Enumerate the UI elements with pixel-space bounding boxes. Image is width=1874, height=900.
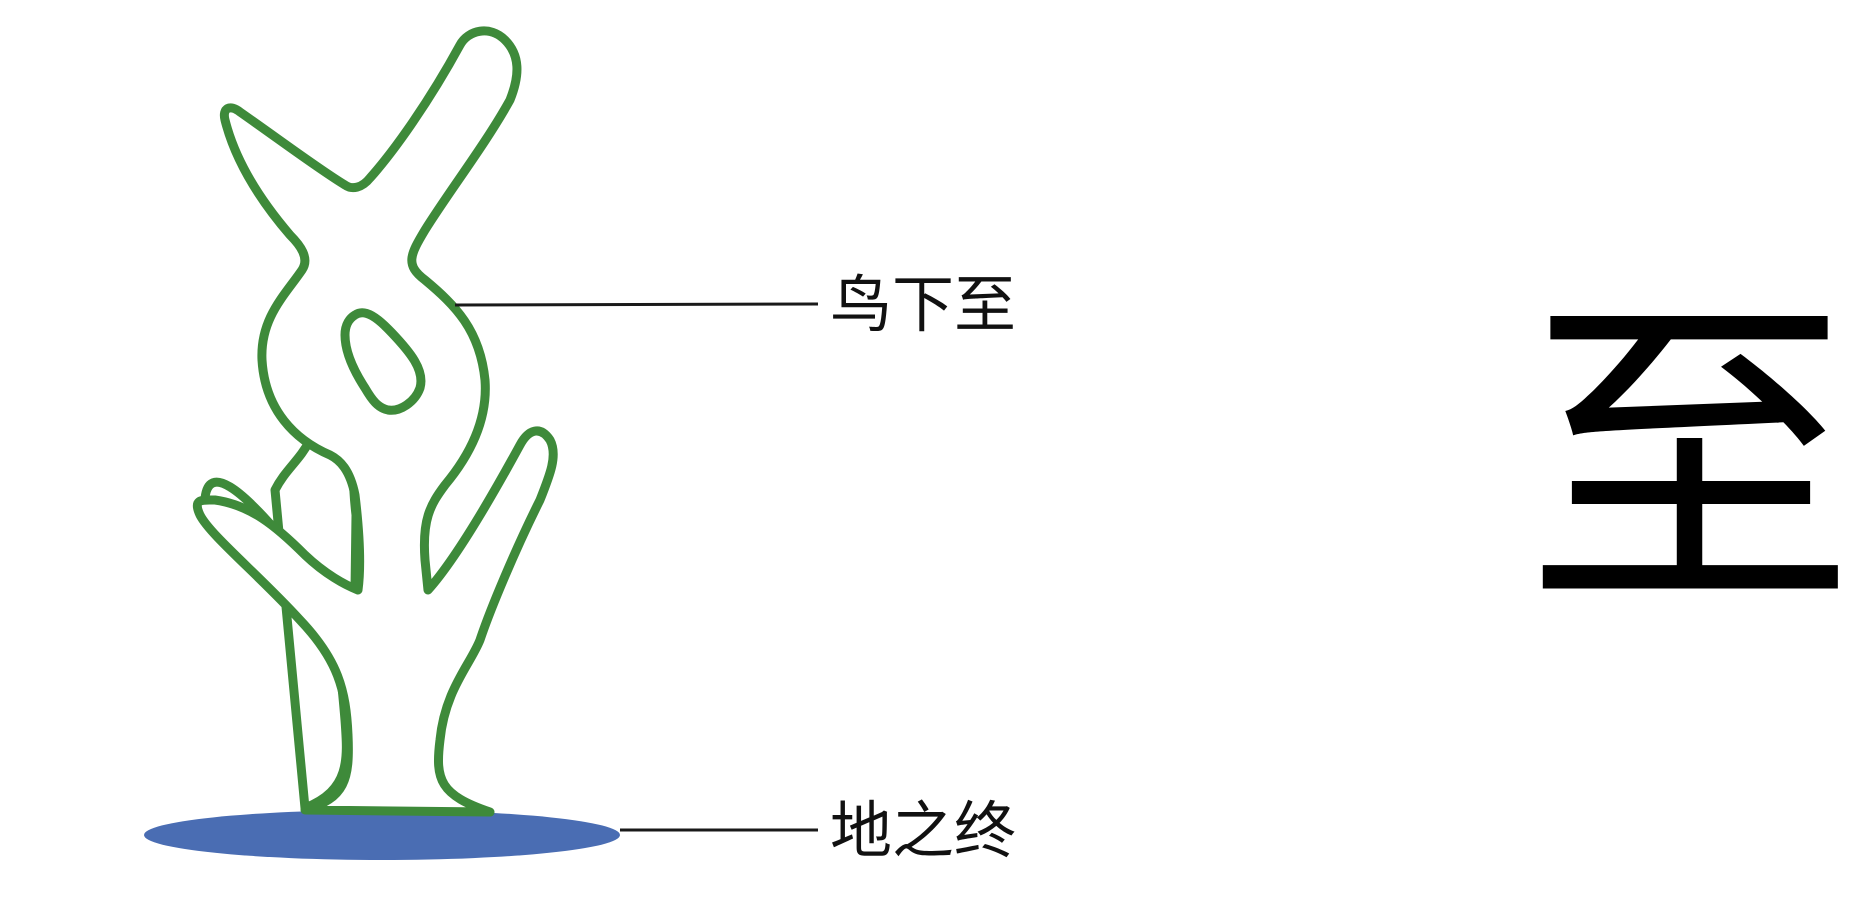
modern-character: 至: [1525, 269, 1855, 653]
label-end-of-earth: 地之终: [830, 794, 1016, 867]
pictograph-body: [192, 26, 558, 817]
ground-ellipse: [144, 810, 620, 860]
label-bird-descends: 鸟下至: [830, 268, 1016, 341]
pictograph-inner-hole: [340, 308, 426, 415]
leader-line-top: [454, 302, 819, 307]
